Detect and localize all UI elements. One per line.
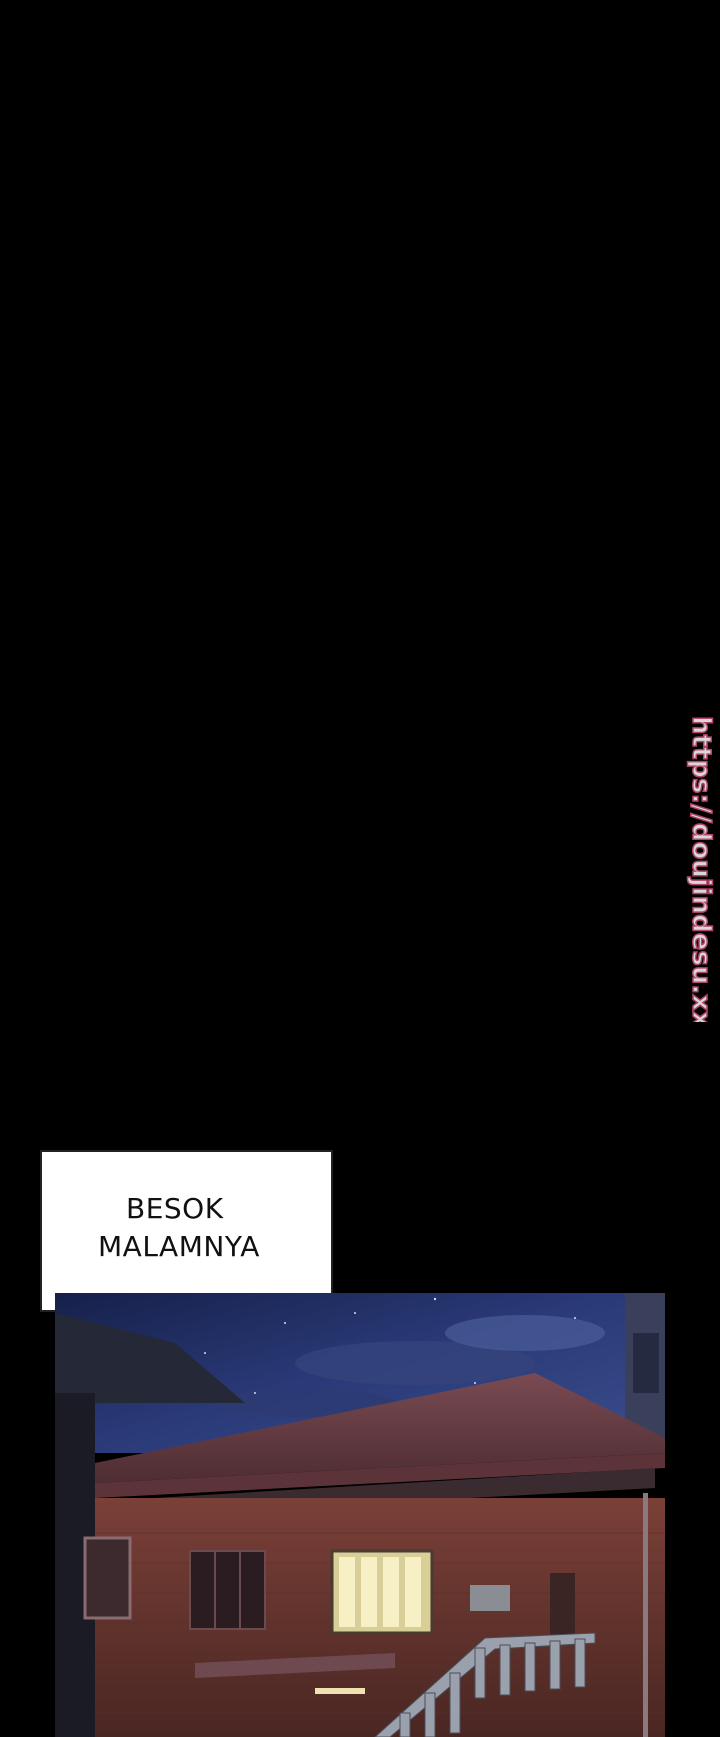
night-house-illustration [55, 1293, 665, 1737]
narration-line-2: MALAMNYA [98, 1230, 260, 1263]
narration-line-1: BESOK [126, 1192, 224, 1225]
narration-box: BESOK MALAMNYA [40, 1150, 333, 1312]
watermark-url: https://doujindesu.xxx [686, 716, 716, 1022]
